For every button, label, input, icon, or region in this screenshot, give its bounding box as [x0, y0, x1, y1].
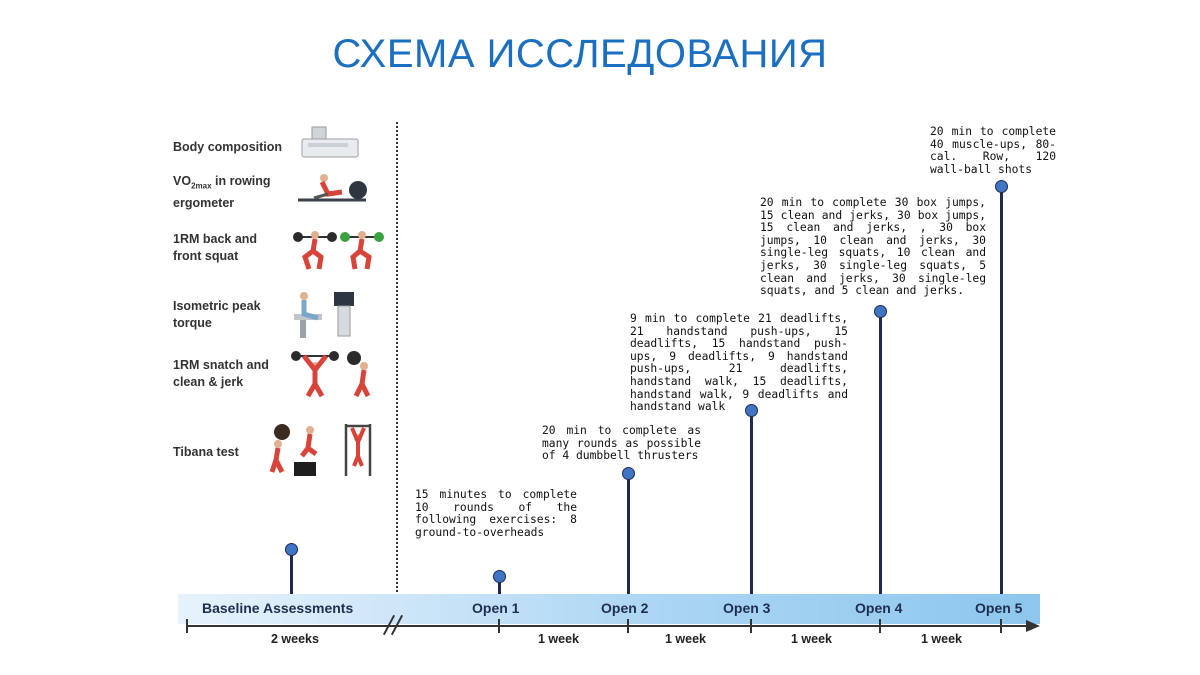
open1-stem: [498, 580, 501, 595]
label-body-composition: Body composition: [173, 140, 283, 154]
span-label-week4: 1 week: [921, 632, 963, 646]
open3-dot: [745, 404, 758, 417]
timeline-axis: [186, 625, 1028, 627]
tibana-test-athletes-icon: [269, 424, 372, 476]
vo2-subscript: 2max: [191, 181, 212, 191]
timeline-arrow-icon: [1026, 620, 1040, 632]
open5-dot: [995, 180, 1008, 193]
axis-tick: [750, 619, 752, 633]
open4-label: Open 4: [855, 600, 903, 616]
open3-workout-description: 9 min to complete 21 deadlifts, 21 hands…: [630, 312, 848, 414]
open2-workout-description: 20 min to complete as many rounds as pos…: [542, 424, 701, 463]
baseline-dot: [285, 543, 298, 556]
open1-workout-description: 15 minutes to complete 10 rounds of the …: [415, 488, 577, 539]
open3-label: Open 3: [723, 600, 771, 616]
label-tibana: Tibana test: [173, 445, 239, 459]
open2-dot: [622, 467, 635, 480]
open4-stem: [879, 315, 882, 595]
rowing-ergometer-icon: [298, 174, 367, 202]
open1-label: Open 1: [472, 600, 520, 616]
open2-label: Open 2: [601, 600, 649, 616]
dexa-scanner-icon: [301, 126, 359, 158]
axis-tick: [879, 619, 881, 633]
open2-stem: [627, 477, 630, 595]
baseline-assessments-label: Baseline Assessments: [202, 600, 354, 616]
label-snatch: 1RM snatch and clean & jerk: [173, 358, 269, 389]
label-vo2max: VO2max in rowing ergometer: [173, 173, 285, 212]
open5-stem: [1000, 190, 1003, 595]
open5-label: Open 5: [975, 600, 1023, 616]
label-isometric: Isometric peak torque: [173, 299, 261, 330]
baseline-divider: [396, 122, 398, 596]
vo2-text: VO: [173, 174, 192, 188]
vo2-rest-text: in rowing ergometer: [173, 174, 271, 210]
span-label-baseline: 2 weeks: [271, 632, 319, 646]
span-label-week2: 1 week: [665, 632, 707, 646]
timeline-band: [178, 594, 1040, 624]
baseline-stem: [290, 553, 293, 595]
slide-title: СХЕМА ИССЛЕДОВАНИЯ: [332, 32, 828, 76]
label-squat: 1RM back and front squat: [173, 232, 258, 263]
axis-tick: [498, 619, 500, 633]
span-label-week3: 1 week: [791, 632, 833, 646]
squat-athletes-icon: [293, 231, 384, 270]
open5-workout-description: 20 min to complete 40 muscle-ups, 80-cal…: [930, 125, 1056, 176]
axis-tick: [186, 619, 188, 633]
isokinetic-dynamometer-icon: [294, 292, 354, 338]
span-label-week1: 1 week: [538, 632, 580, 646]
open4-workout-description: 20 min to complete 30 box jumps, 15 clea…: [760, 196, 986, 298]
open3-stem: [750, 414, 753, 595]
open1-dot: [493, 570, 506, 583]
open4-dot: [874, 305, 887, 318]
olympic-lift-athletes-icon: [291, 351, 371, 398]
axis-tick: [1000, 619, 1002, 633]
axis-tick: [627, 619, 629, 633]
